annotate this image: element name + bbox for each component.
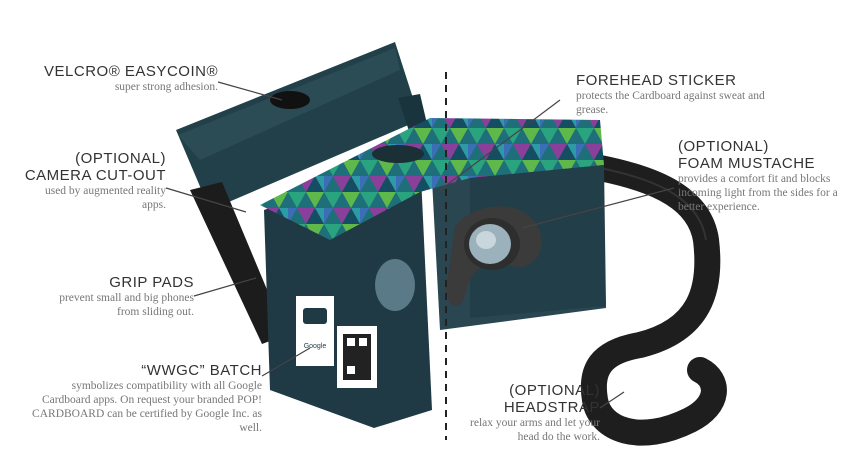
leader-forehead (439, 99, 561, 191)
top-pattern-panel (260, 118, 604, 240)
label-camera-desc: used by augmented reality apps. (44, 185, 166, 211)
grip-arm (190, 182, 286, 344)
label-strap-title-2: HEADSTRAP (503, 399, 600, 416)
label-strap: (OPTIONAL) HEADSTRAP relax your arms and… (464, 382, 600, 444)
label-forehead: FOREHEAD STICKER protects the Cardboard … (576, 72, 786, 117)
label-wwgc-desc: symbolizes compatibility with all Google… (32, 380, 262, 434)
label-foam: (OPTIONAL) FOAM MUSTACHE provides a comf… (678, 138, 838, 214)
leader-velcro (217, 81, 283, 101)
label-camera: (OPTIONAL) CAMERA CUT-OUT used by augmen… (20, 150, 166, 212)
leader-strap (599, 391, 625, 409)
leader-grip (193, 277, 257, 297)
left-lens (375, 259, 415, 311)
label-grip-title: GRIP PADS (109, 274, 194, 291)
leader-wwgc (261, 347, 311, 377)
label-velcro: VELCRO® EASYCOIN® super strong adhesion. (40, 63, 218, 94)
label-camera-title-1: (OPTIONAL) (75, 150, 166, 167)
label-wwgc: “WWGC” BATCH symbolizes compatibility wi… (30, 362, 262, 435)
leader-camera (165, 187, 247, 213)
badge-brand: Google (304, 343, 327, 350)
label-camera-title-2: CAMERA CUT-OUT (24, 167, 166, 184)
label-wwgc-title: “WWGC” BATCH (141, 362, 262, 379)
wwgc-badge (296, 296, 334, 366)
label-forehead-desc: protects the Cardboard against sweat and… (576, 90, 765, 116)
velcro-coin (270, 91, 310, 109)
label-foam-title-1: (OPTIONAL) (678, 138, 769, 155)
label-strap-title-1: (OPTIONAL) (509, 382, 600, 399)
label-foam-desc: provides a comfort fit and blocks incomi… (678, 173, 838, 213)
label-grip-desc: prevent small and big phones from slidin… (59, 292, 194, 318)
label-velcro-title: VELCRO® EASYCOIN® (44, 63, 218, 80)
label-strap-desc: relax your arms and let your head do the… (470, 417, 600, 443)
leader-foam (521, 187, 675, 229)
label-grip: GRIP PADS prevent small and big phones f… (40, 274, 194, 319)
label-velcro-desc: super strong adhesion. (114, 81, 218, 93)
label-forehead-title: FOREHEAD STICKER (576, 72, 737, 89)
label-foam-title-2: FOAM MUSTACHE (678, 155, 816, 172)
